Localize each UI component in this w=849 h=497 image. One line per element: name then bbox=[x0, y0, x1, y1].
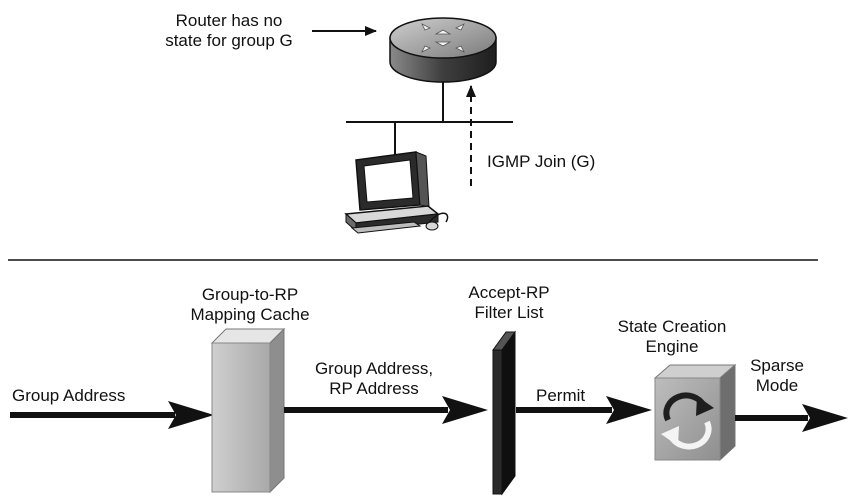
input-group-address-label: Group Address bbox=[12, 386, 126, 405]
input-arrow bbox=[10, 401, 214, 429]
engine-title: State Creation Engine bbox=[600, 317, 744, 357]
filter-title-line1: Accept-RP bbox=[468, 283, 550, 302]
cache-to-filter-arrow bbox=[284, 396, 488, 424]
cache-title-line1: Group-to-RP bbox=[201, 285, 299, 304]
filter-title-line2: Filter List bbox=[474, 303, 544, 322]
cache-block-icon bbox=[210, 327, 286, 494]
sparse-mode-label: Sparse Mode bbox=[742, 356, 812, 396]
filter-title: Accept-RP Filter List bbox=[452, 283, 566, 323]
filter-to-engine-arrow bbox=[516, 396, 652, 424]
igmp-join-label: IGMP Join (G) bbox=[487, 152, 596, 171]
router-icon bbox=[389, 17, 497, 83]
engine-title-line1: State Creation bbox=[617, 317, 727, 336]
permit-label: Permit bbox=[536, 386, 586, 405]
router-state-note: Router has no state for group G bbox=[150, 11, 308, 51]
router-note-line2: state for group G bbox=[165, 31, 293, 50]
workstation-icon bbox=[344, 151, 449, 234]
filter-bar-icon bbox=[492, 330, 516, 496]
state-engine-icon bbox=[653, 363, 737, 462]
sparse-mode-line1: Sparse bbox=[750, 356, 804, 375]
engine-title-line2: Engine bbox=[645, 337, 699, 356]
cache-output-line2: RP Address bbox=[329, 379, 419, 398]
router-note-line1: Router has no bbox=[175, 11, 283, 30]
cache-output-line1: Group Address, bbox=[314, 359, 434, 378]
cache-title: Group-to-RP Mapping Cache bbox=[178, 285, 322, 325]
cache-output-label: Group Address, RP Address bbox=[294, 359, 454, 399]
sparse-mode-line2: Mode bbox=[755, 376, 799, 395]
cache-title-line2: Mapping Cache bbox=[190, 305, 310, 324]
engine-output-arrow bbox=[735, 404, 848, 432]
